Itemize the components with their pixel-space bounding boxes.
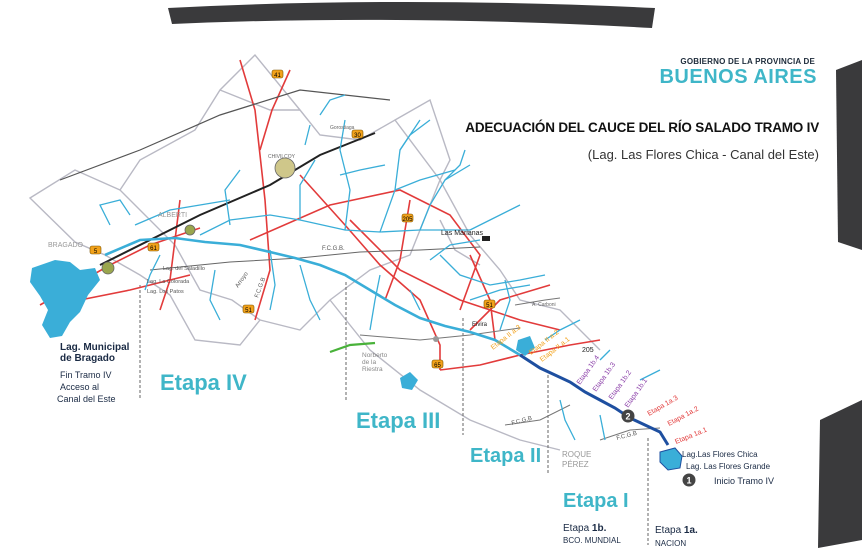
substage-label-1b1: Etapa 1b.1: [624, 377, 649, 409]
town-label-las-marianas: Las Marianas: [441, 230, 484, 237]
lagoon-las-flores: [659, 447, 683, 471]
district-borders: [28, 53, 601, 451]
substage-label-1a3: Etapa 1a.3: [647, 395, 680, 418]
town-label-bragado: BRAGADO: [48, 242, 84, 249]
lagoon-label-flores-grande: Lag. Las Flores Grande: [686, 462, 771, 471]
lagoon-label-saladillo: Lag. del Saladillo: [163, 266, 205, 272]
railways: [59, 89, 661, 441]
marker-2-label: 2: [625, 412, 630, 422]
marker-2: [621, 409, 635, 423]
stage-label-iii: Etapa III: [356, 408, 440, 433]
route-shields: [89, 69, 496, 369]
route-label: 30: [354, 133, 361, 139]
lagoon-small-2: [516, 336, 535, 356]
route-label: 65: [434, 363, 441, 369]
tributaries: [99, 94, 661, 441]
town-marker-chivilcoy: [274, 157, 296, 179]
lagoon-label-la-colorada: Lag. La Colorada: [147, 279, 190, 285]
right-dark-band: [836, 60, 862, 250]
town-marker-alberti: [184, 224, 196, 236]
town-label-gorostiaga: Gorostiaga: [330, 125, 355, 131]
railway-label: F.C.G.B.: [322, 246, 345, 252]
etapa-1b-prefix: Etapa: [563, 523, 592, 534]
etapa-1b-label: Etapa 1b.: [563, 523, 607, 534]
stage-label-iv: Etapa IV: [160, 370, 247, 395]
etapa-1a-label: Etapa 1a.: [655, 525, 698, 536]
lagoon-label-bragado-2: de Bragado: [60, 353, 115, 364]
fin-tramo-label-3: Canal del Este: [57, 394, 116, 404]
arroyo-label: Arroyo: [235, 271, 250, 289]
town-label-a-carboni: A. Carboni: [532, 302, 556, 308]
marker-1: [682, 473, 696, 487]
stage-label-ii: Etapa II: [470, 445, 541, 467]
lagoon-label-flores-chica: Lag.Las Flores Chica: [682, 450, 758, 459]
etapa-1a-strong: 1a.: [684, 525, 698, 536]
railway-label-4: F.C.G.B: [616, 431, 638, 442]
railway-label-3: F.C.G.B: [511, 416, 533, 427]
etapa-1b-sub: BCO. MUNDIAL: [563, 536, 621, 545]
marker-1-label: 1: [686, 476, 691, 486]
town-label-alberti: ALBERTI: [158, 212, 187, 219]
map-title: ADECUACIÓN DEL CAUCE DEL RÍO SALADO TRAM…: [465, 120, 819, 135]
etapa-1a-sub: NACION: [655, 539, 686, 548]
town-marker-norberto: [433, 336, 439, 342]
substage-label-1a2: Etapa 1a.2: [667, 406, 700, 428]
town-label-roque-2: PÉREZ: [562, 460, 589, 469]
town-label-norberto-2: de la: [362, 359, 376, 366]
route-label: 205: [402, 217, 413, 223]
roads: [39, 59, 601, 371]
town-marker-bragado: [101, 261, 115, 275]
town-marker-las-marianas: [482, 236, 490, 241]
stage-boundaries: [139, 282, 649, 545]
main-river-lower: [519, 353, 670, 446]
town-label-norberto-3: Riestra: [362, 366, 383, 373]
main-river-upper: [104, 236, 521, 357]
town-label-roque-1: ROQUE: [562, 450, 591, 459]
etapa-1b-strong: 1b.: [592, 523, 607, 534]
route-label: 41: [274, 73, 281, 79]
map-subtitle: (Lag. Las Flores Chica - Canal del Este): [587, 147, 819, 162]
stage-label-i: Etapa I: [563, 490, 629, 512]
route-label-205: 205: [582, 347, 594, 354]
brand-logo-text: BUENOS AIRES: [659, 66, 817, 88]
route-label: 5: [94, 249, 98, 255]
town-label-elvira: Elvira: [472, 322, 488, 328]
town-label-norberto-1: Norberto: [362, 352, 388, 359]
right-bottom-dark-band: [818, 400, 862, 548]
green-channel: [329, 341, 376, 354]
government-line: GOBIERNO DE LA PROVINCIA DE: [680, 57, 815, 66]
top-dark-band: [168, 2, 655, 28]
route-label: 51: [486, 303, 493, 309]
lagoon-small-1: [400, 372, 418, 390]
etapa-1a-prefix: Etapa: [655, 525, 684, 536]
route-label: 51: [245, 308, 252, 314]
route-label: 61: [150, 246, 157, 252]
lagoon-bragado: [30, 260, 100, 338]
substage-label-1a1: Etapa 1a.1: [674, 427, 708, 446]
lagoon-label-bragado-1: Lag. Municipal: [60, 342, 130, 353]
fin-tramo-label-1: Fin Tramo IV: [60, 370, 112, 380]
inicio-tramo-label: Inicio Tramo IV: [714, 476, 774, 486]
town-label-chivilcoy: CHIVILCOY: [268, 154, 296, 160]
fin-tramo-label-2: Acceso al: [60, 382, 99, 392]
lagoon-label-los-patos: Lag. Los Patos: [147, 289, 184, 295]
